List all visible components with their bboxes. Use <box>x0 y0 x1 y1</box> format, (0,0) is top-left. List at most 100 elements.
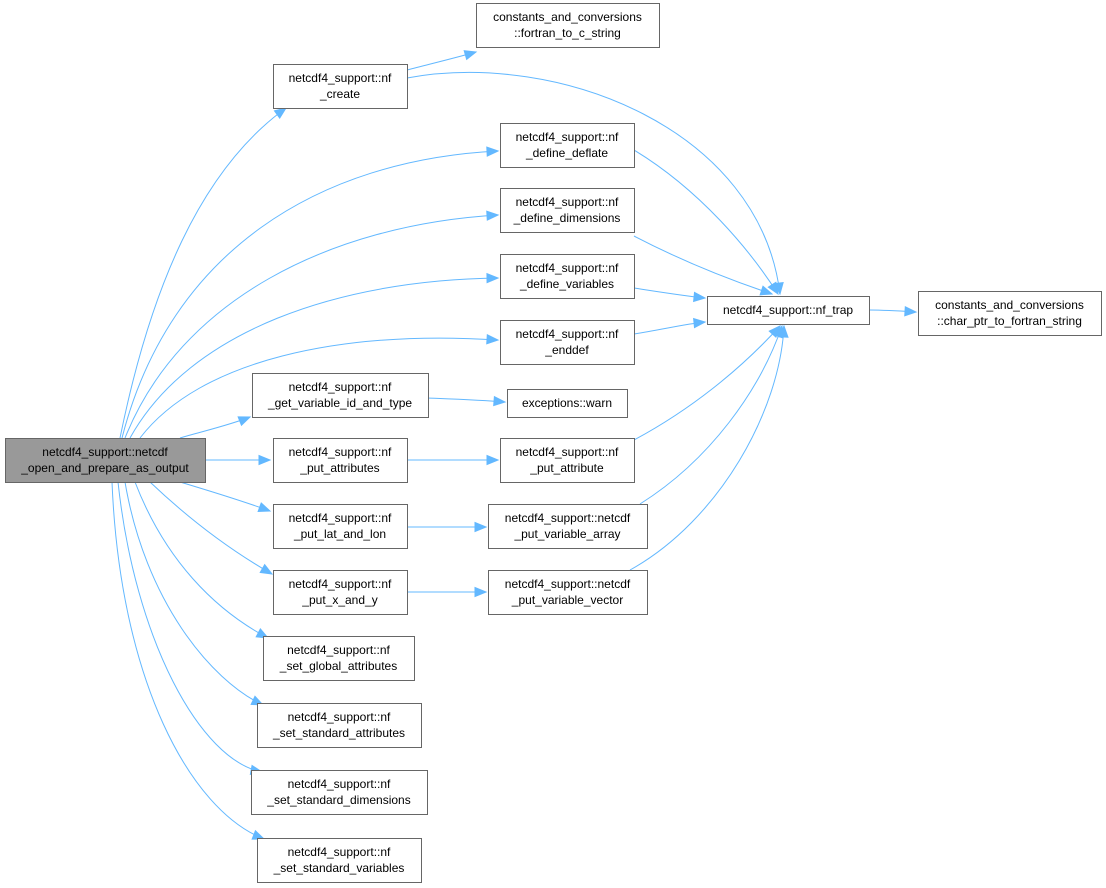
node-warn[interactable]: exceptions::warn <box>507 389 628 418</box>
arrowhead-latlon-to-vararray <box>474 521 488 533</box>
node-label-xy-line-1: netcdf4_support::nf <box>289 577 392 591</box>
node-stdattr[interactable]: netcdf4_support::nf_set_standard_attribu… <box>257 703 422 748</box>
node-box-c2f[interactable] <box>918 291 1102 336</box>
node-label-stdattr-line-1: netcdf4_support::nf <box>288 710 391 724</box>
arrowhead-root-to-getvar <box>237 416 252 427</box>
edge-varvec-to-trap <box>629 325 785 571</box>
edge-root-to-enddef <box>139 337 499 439</box>
arrowhead-root-to-xy <box>259 563 274 575</box>
arrowhead-dims-to-trap <box>759 285 774 296</box>
node-label-getvar-line-2: _get_variable_id_and_type <box>267 396 412 410</box>
node-putattrs[interactable]: netcdf4_support::nf_put_attributes <box>273 438 408 483</box>
node-xy[interactable]: netcdf4_support::nf_put_x_and_y <box>273 570 408 615</box>
node-label-stdvars-line-1: netcdf4_support::nf <box>288 845 391 859</box>
node-vararray[interactable]: netcdf4_support::netcdf_put_variable_arr… <box>488 504 648 549</box>
node-label-stddims-line-2: _set_standard_dimensions <box>266 793 410 807</box>
node-globattr[interactable]: netcdf4_support::nf_set_global_attribute… <box>263 636 415 681</box>
node-label-f2c-line-2: ::fortran_to_c_string <box>514 26 621 40</box>
node-label-globattr-line-2: _set_global_attributes <box>279 659 397 673</box>
node-layer: netcdf4_support::netcdf_open_and_prepare… <box>5 3 1102 883</box>
node-label-trap-line-1: netcdf4_support::nf_trap <box>723 303 853 317</box>
edge-root-to-create <box>119 107 287 439</box>
node-label-putattr-line-1: netcdf4_support::nf <box>516 445 619 459</box>
arrowhead-vars-to-trap <box>693 291 707 303</box>
node-label-vararray-line-1: netcdf4_support::netcdf <box>505 511 631 525</box>
node-box-trap[interactable] <box>707 296 870 325</box>
node-putattr[interactable]: netcdf4_support::nf_put_attribute <box>500 438 635 483</box>
node-label-latlon-line-2: _put_lat_and_lon <box>293 527 386 541</box>
node-box-vararray[interactable] <box>488 504 648 549</box>
node-label-dims-line-2: _define_dimensions <box>513 211 621 225</box>
node-trap[interactable]: netcdf4_support::nf_trap <box>707 296 870 325</box>
node-varvec[interactable]: netcdf4_support::netcdf_put_variable_vec… <box>488 570 648 615</box>
edge-root-to-dims <box>124 214 499 439</box>
arrowhead-root-to-putattrs <box>258 454 272 466</box>
node-root[interactable]: netcdf4_support::netcdf_open_and_prepare… <box>5 438 206 483</box>
node-box-enddef[interactable] <box>500 320 635 365</box>
arrowhead-deflate-to-trap <box>767 281 779 296</box>
edge-root-to-stdvars <box>111 481 265 840</box>
node-box-getvar[interactable] <box>252 373 429 418</box>
node-dims[interactable]: netcdf4_support::nf_define_dimensions <box>500 188 635 233</box>
node-deflate[interactable]: netcdf4_support::nf_define_deflate <box>500 123 635 168</box>
node-latlon[interactable]: netcdf4_support::nf_put_lat_and_lon <box>273 504 408 549</box>
arrowhead-putattrs-to-putattr <box>486 454 500 466</box>
node-box-xy[interactable] <box>273 570 408 615</box>
arrowhead-create-to-f2c <box>463 50 478 61</box>
edge-root-to-globattr <box>134 481 269 639</box>
node-stdvars[interactable]: netcdf4_support::nf_set_standard_variabl… <box>257 838 422 883</box>
arrowhead-root-to-create <box>273 107 288 119</box>
node-box-stdattr[interactable] <box>257 703 422 748</box>
node-label-root-line-1: netcdf4_support::netcdf <box>42 445 168 459</box>
edge-dims-to-trap <box>633 235 773 295</box>
arrowhead-root-to-dims <box>486 210 500 221</box>
node-label-create-line-1: netcdf4_support::nf <box>289 71 392 85</box>
node-label-enddef-line-2: _enddef <box>544 343 589 357</box>
node-getvar[interactable]: netcdf4_support::nf_get_variable_id_and_… <box>252 373 429 418</box>
edge-deflate-to-trap <box>633 149 779 295</box>
node-box-varvec[interactable] <box>488 570 648 615</box>
arrowhead-getvar-to-warn <box>493 395 507 407</box>
node-label-enddef-line-1: netcdf4_support::nf <box>516 327 619 341</box>
node-f2c[interactable]: constants_and_conversions::fortran_to_c_… <box>476 3 660 48</box>
node-box-deflate[interactable] <box>500 123 635 168</box>
node-label-vars-line-2: _define_variables <box>519 277 614 291</box>
node-label-deflate-line-2: _define_deflate <box>525 146 608 160</box>
node-box-latlon[interactable] <box>273 504 408 549</box>
node-label-putattrs-line-1: netcdf4_support::nf <box>289 445 392 459</box>
node-label-latlon-line-1: netcdf4_support::nf <box>289 511 392 525</box>
node-create[interactable]: netcdf4_support::nf_create <box>273 64 408 109</box>
node-box-stdvars[interactable] <box>257 838 422 883</box>
node-c2f[interactable]: constants_and_conversions::char_ptr_to_f… <box>918 291 1102 336</box>
arrowhead-root-to-vars <box>486 272 500 284</box>
node-label-c2f-line-2: ::char_ptr_to_fortran_string <box>937 314 1082 328</box>
edge-layer <box>111 50 918 840</box>
node-label-stdattr-line-2: _set_standard_attributes <box>272 726 405 740</box>
node-box-warn[interactable] <box>507 389 628 418</box>
node-enddef[interactable]: netcdf4_support::nf_enddef <box>500 320 635 365</box>
arrowhead-xy-to-varvec <box>474 586 488 598</box>
node-box-putattr[interactable] <box>500 438 635 483</box>
node-box-f2c[interactable] <box>476 3 660 48</box>
node-label-getvar-line-1: netcdf4_support::nf <box>289 380 392 394</box>
node-box-stddims[interactable] <box>251 770 428 815</box>
node-stddims[interactable]: netcdf4_support::nf_set_standard_dimensi… <box>251 770 428 815</box>
edge-getvar-to-warn <box>427 397 506 403</box>
node-box-globattr[interactable] <box>263 636 415 681</box>
node-vars[interactable]: netcdf4_support::nf_define_variables <box>500 254 635 299</box>
edge-putattr-to-trap <box>633 325 781 441</box>
node-box-vars[interactable] <box>500 254 635 299</box>
node-label-warn-line-1: exceptions::warn <box>522 396 612 410</box>
node-label-vars-line-1: netcdf4_support::nf <box>516 261 619 275</box>
node-box-create[interactable] <box>273 64 408 109</box>
node-box-root[interactable] <box>5 438 206 483</box>
node-box-dims[interactable] <box>500 188 635 233</box>
node-label-stddims-line-1: netcdf4_support::nf <box>288 777 391 791</box>
arrowhead-root-to-stdvars <box>251 829 266 840</box>
node-box-putattrs[interactable] <box>273 438 408 483</box>
edge-root-to-xy <box>149 481 273 575</box>
node-label-c2f-line-1: constants_and_conversions <box>935 298 1084 312</box>
edge-root-to-latlon <box>179 481 271 512</box>
